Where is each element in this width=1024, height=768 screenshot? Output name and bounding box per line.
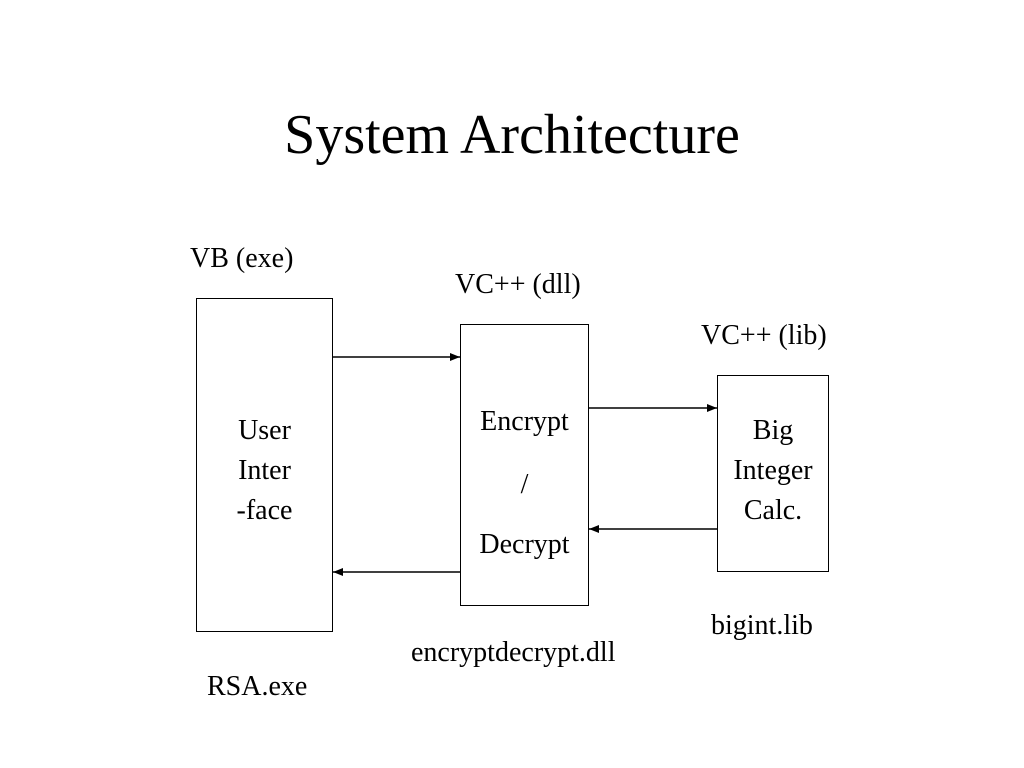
bigint-file-label: bigint.lib — [711, 610, 813, 641]
decrypt-label: Decrypt — [479, 529, 570, 560]
user-interface-line-2: Inter — [238, 455, 291, 486]
crypto-file-label: encryptdecrypt.dll — [411, 637, 616, 668]
big-integer-line-3: Calc. — [743, 495, 803, 526]
user-interface-line-1: User — [238, 415, 291, 446]
ui-technology-label: VB (exe) — [190, 243, 294, 274]
slash-separator: / — [520, 469, 529, 500]
user-interface-line-3: -face — [236, 495, 293, 526]
big-integer-box: Big Integer Calc. — [717, 375, 829, 572]
encrypt-label: Encrypt — [480, 406, 569, 437]
big-integer-line-2: Integer — [733, 455, 813, 486]
bigint-technology-label: VC++ (lib) — [701, 320, 827, 351]
ui-file-label: RSA.exe — [207, 671, 308, 702]
crypto-technology-label: VC++ (dll) — [455, 269, 581, 300]
big-integer-line-1: Big — [752, 415, 794, 446]
encrypt-decrypt-box: Encrypt / Decrypt — [460, 324, 589, 606]
user-interface-box: User Inter -face — [196, 298, 333, 632]
slide-title: System Architecture — [284, 104, 740, 166]
